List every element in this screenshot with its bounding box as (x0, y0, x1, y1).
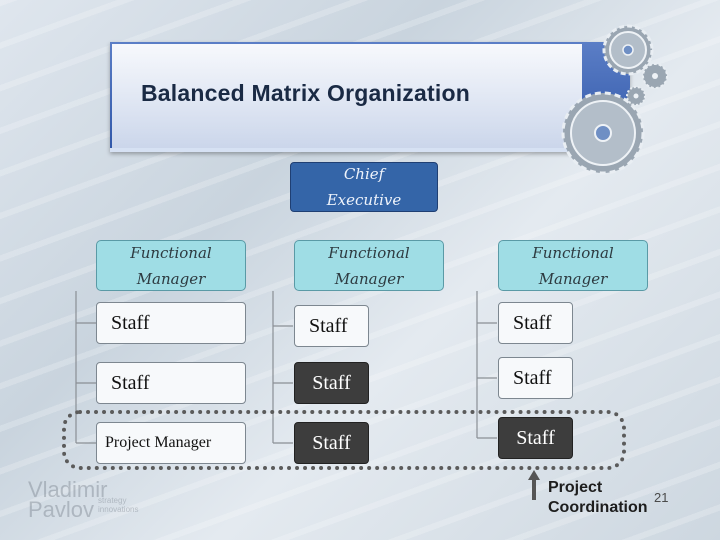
page-number: 21 (654, 490, 669, 505)
up-arrow-icon (528, 470, 540, 500)
small-gear-icon (642, 63, 668, 89)
highlighted-staff-box: Staff (498, 417, 573, 459)
coordination-line-2: Coordination (548, 499, 648, 516)
fm-label-line-1: Functional (130, 243, 212, 262)
staff-box: Staff (294, 305, 369, 347)
chief-line-1: Chief (343, 165, 385, 183)
logo-text: Vladimir Pavlov (28, 477, 108, 522)
project-manager-box: Project Manager (96, 422, 246, 464)
slide-title: Balanced Matrix Organization (141, 80, 470, 106)
project-coordination-outline (62, 410, 626, 470)
project-coordination-label: Project Coordination (548, 478, 648, 518)
fm-label-line-2: Manager (538, 269, 608, 288)
fm-label-line-2: Manager (334, 269, 404, 288)
large-gear-icon (561, 91, 645, 175)
fm-label-line-1: Functional (532, 243, 614, 262)
chief-line-2: Executive (326, 191, 402, 209)
staff-box: Staff (498, 302, 573, 344)
fm-label-line-1: Functional (328, 243, 410, 262)
staff-box: Staff (498, 357, 573, 399)
staff-box: Staff (96, 302, 246, 344)
highlighted-staff-box: Staff (294, 362, 369, 404)
coordination-line-1: Project (548, 479, 603, 496)
tiny-gear-icon (626, 86, 646, 106)
fm-label-line-2: Manager (136, 269, 206, 288)
highlighted-staff-box: Staff (294, 422, 369, 464)
gears-icon (561, 24, 668, 175)
staff-box: Staff (96, 362, 246, 404)
title-panel (112, 44, 582, 148)
medium-gear-icon (602, 24, 654, 76)
